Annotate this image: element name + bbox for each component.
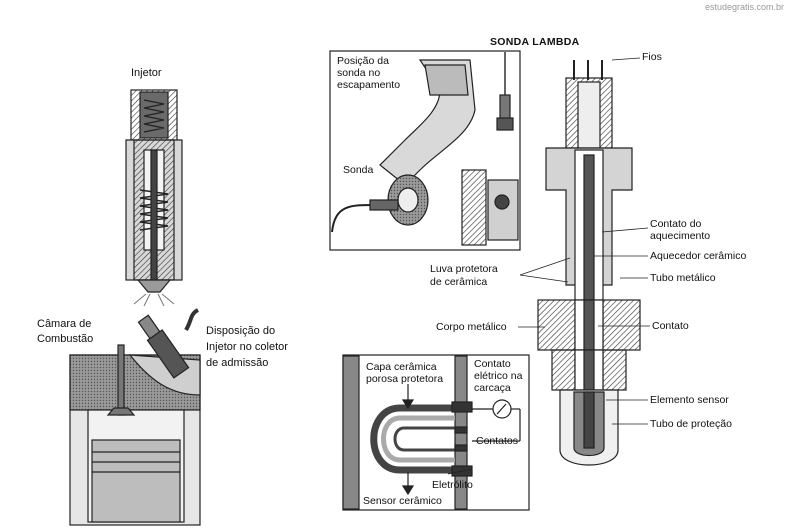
label-tubo-protecao: Tubo de proteção <box>650 418 732 430</box>
label-contato-eletrico-line1: Contato <box>474 358 511 370</box>
label-contatos: Contatos <box>476 435 519 447</box>
label-luva-line1: Luva protetora <box>430 263 498 275</box>
label-contato: Contato <box>652 320 689 332</box>
label-posicao-line1: Posição da <box>337 55 389 67</box>
label-eletrolito: Eletrólito <box>432 479 473 491</box>
label-sensor-ceramico: Sensor cerâmico <box>363 495 442 507</box>
label-fios: Fios <box>642 51 662 63</box>
label-camara-line2: Combustão <box>37 333 94 345</box>
label-disposicao-line2: Injetor no coletor <box>206 341 288 353</box>
label-sonda-lambda: SONDA LAMBDA <box>490 36 580 48</box>
sensor-detail-drawing <box>342 355 521 510</box>
label-luva-line2: de cerâmica <box>430 276 488 288</box>
label-corpo-metalico: Corpo metálico <box>436 321 507 333</box>
label-elemento-sensor: Elemento sensor <box>650 394 729 406</box>
watermark: estudegratis.com.br <box>704 2 784 12</box>
exhaust-drawing <box>331 52 519 246</box>
injector-drawing <box>125 89 183 307</box>
label-capa-line2: porosa protetora <box>366 373 444 385</box>
label-capa-line1: Capa cerâmica <box>366 361 437 373</box>
label-camara-line1: Câmara de <box>37 318 92 330</box>
label-posicao-line3: escapamento <box>337 79 401 91</box>
engine-cutaway-drawing <box>69 308 201 526</box>
label-injetor: Injetor <box>131 67 162 79</box>
lambda-probe-drawing <box>518 57 650 466</box>
label-tubo-metalico: Tubo metálico <box>650 272 716 284</box>
label-contato-aquecimento-line1: Contato do <box>650 218 702 230</box>
label-disposicao-line3: de admissão <box>206 357 269 369</box>
label-aquecedor-ceramico: Aquecedor cerâmico <box>650 250 747 262</box>
label-contato-aquecimento-line2: aquecimento <box>650 230 711 242</box>
label-contato-eletrico-line2: elétrico na <box>474 370 523 382</box>
label-sonda: Sonda <box>343 164 374 176</box>
label-disposicao-line1: Disposição do <box>206 325 276 337</box>
label-contato-eletrico-line3: carcaça <box>474 382 511 394</box>
label-posicao-line2: sonda no <box>337 67 381 79</box>
